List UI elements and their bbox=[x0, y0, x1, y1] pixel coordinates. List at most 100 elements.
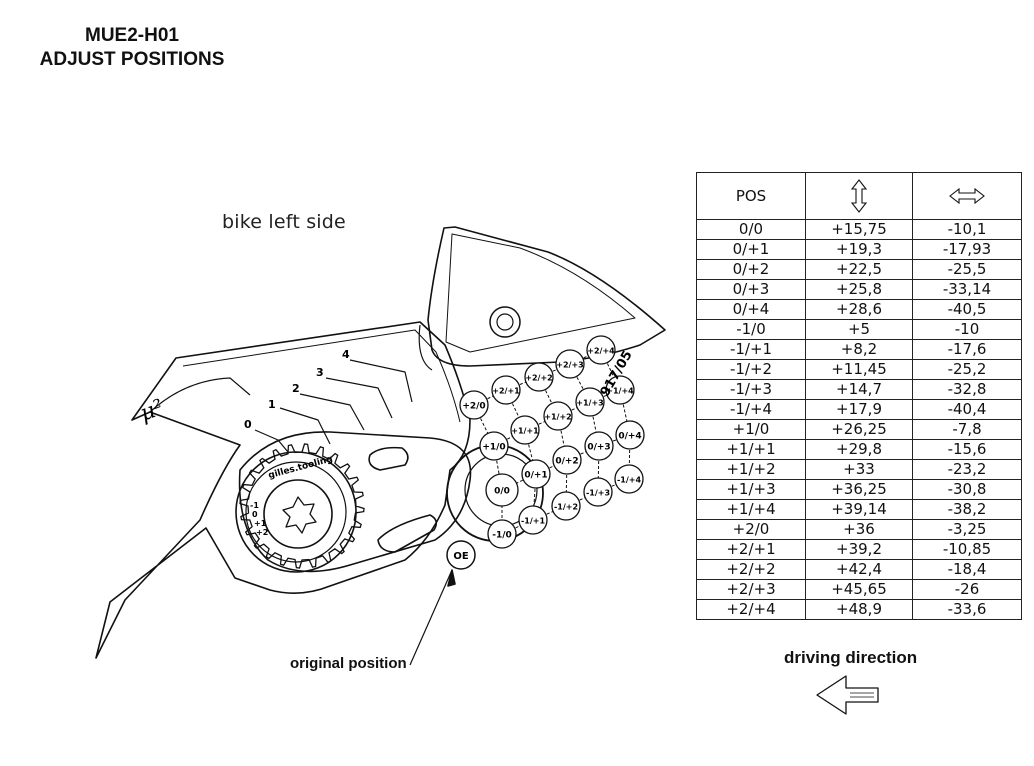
dial-mark-0: 0 bbox=[252, 510, 258, 519]
cell-pos: 0/+4 bbox=[696, 299, 806, 320]
table-row: +2/+4+48,9-33,6 bbox=[696, 599, 1022, 620]
position-hole-label: +2/+1 bbox=[492, 387, 520, 396]
origin-marker-label: OE bbox=[453, 551, 469, 562]
cell-pos: +2/+3 bbox=[696, 579, 806, 600]
brand-text: gilles.tooling bbox=[267, 454, 334, 481]
scale-number-3: 3 bbox=[316, 366, 324, 379]
cell-pos: +2/+1 bbox=[696, 539, 806, 560]
cell-horizontal: -33,14 bbox=[912, 279, 1022, 300]
position-hole-label: 0/+4 bbox=[618, 432, 641, 442]
cell-vertical: +8,2 bbox=[805, 339, 913, 360]
position-hole-label: +1/+4 bbox=[606, 387, 634, 396]
cell-pos: 0/0 bbox=[696, 219, 806, 240]
bolt-head bbox=[489, 306, 521, 338]
mu-symbol: μ² bbox=[137, 395, 167, 426]
position-hole-label: +2/+4 bbox=[587, 347, 615, 356]
cell-vertical: +26,25 bbox=[805, 419, 913, 440]
position-hole: 0/0 bbox=[485, 473, 519, 507]
cell-pos: -1/+4 bbox=[696, 399, 806, 420]
cell-pos: -1/+3 bbox=[696, 379, 806, 400]
cell-vertical: +11,45 bbox=[805, 359, 913, 380]
link-slot-upper bbox=[368, 446, 409, 471]
position-hole-label: -1/0 bbox=[492, 531, 512, 541]
cell-vertical: +17,9 bbox=[805, 399, 913, 420]
position-hole: +2/0 bbox=[459, 390, 489, 420]
cell-horizontal: -26 bbox=[912, 579, 1022, 600]
table-row: +2/+2+42,4-18,4 bbox=[696, 559, 1022, 580]
cell-pos: -1/+1 bbox=[696, 339, 806, 360]
position-hole-label: +2/+2 bbox=[525, 374, 552, 383]
driving-direction-label: driving direction bbox=[784, 648, 918, 667]
table-header-row: POS bbox=[696, 172, 1022, 220]
page-title: MUE2-H01 ADJUST POSITIONS bbox=[22, 24, 242, 72]
link-plate bbox=[238, 431, 472, 573]
cell-pos: +1/+2 bbox=[696, 459, 806, 480]
cell-vertical: +42,4 bbox=[805, 559, 913, 580]
left-arrow-icon bbox=[816, 675, 879, 715]
table-row: +1/+3+36,25-30,8 bbox=[696, 479, 1022, 500]
scale-numbers: 0 1 2 3 4 bbox=[244, 348, 350, 431]
cell-vertical: +22,5 bbox=[805, 259, 913, 280]
table-row: +2/+3+45,65-26 bbox=[696, 579, 1022, 600]
cell-horizontal: -10,1 bbox=[912, 219, 1022, 240]
position-hole: +1/+1 bbox=[510, 415, 540, 445]
position-circles: 0/00/+10/+20/+30/+4-1/0-1/+1-1/+2-1/+3-1… bbox=[459, 335, 645, 549]
cell-vertical: +14,7 bbox=[805, 379, 913, 400]
position-hole-label: +1/+2 bbox=[544, 413, 571, 422]
cell-horizontal: -10,85 bbox=[912, 539, 1022, 560]
cell-vertical: +19,3 bbox=[805, 239, 913, 260]
position-hole: 0/+2 bbox=[552, 445, 582, 475]
cell-horizontal: -30,8 bbox=[912, 479, 1022, 500]
table-row: 0/+3+25,8-33,14 bbox=[696, 279, 1022, 300]
side-label: bike left side bbox=[222, 211, 346, 233]
link-slot-lower bbox=[377, 514, 438, 553]
cell-horizontal: -25,2 bbox=[912, 359, 1022, 380]
cell-horizontal: -38,2 bbox=[912, 499, 1022, 520]
upper-bracket-inner bbox=[445, 233, 636, 353]
position-hole-label: -1/+2 bbox=[554, 503, 578, 512]
position-hole-label: +1/+3 bbox=[576, 399, 603, 408]
position-hole: +2/+3 bbox=[555, 349, 585, 379]
table-row: +1/0+26,25-7,8 bbox=[696, 419, 1022, 440]
scale-number-4: 4 bbox=[342, 348, 350, 361]
cell-horizontal: -25,5 bbox=[912, 259, 1022, 280]
cell-horizontal: -40,4 bbox=[912, 399, 1022, 420]
title-subtitle: ADJUST POSITIONS bbox=[39, 49, 225, 70]
scale-number-0: 0 bbox=[244, 418, 252, 431]
main-plate bbox=[95, 321, 471, 659]
cell-vertical: +25,8 bbox=[805, 279, 913, 300]
table-row: -1/+4+17,9-40,4 bbox=[696, 399, 1022, 420]
bracket-slot bbox=[418, 324, 433, 371]
position-hole-label: -1/+4 bbox=[617, 476, 642, 485]
cell-pos: -1/0 bbox=[696, 319, 806, 340]
header-horizontal bbox=[912, 172, 1022, 220]
position-hole: +2/+2 bbox=[524, 362, 554, 392]
cell-horizontal: -32,8 bbox=[912, 379, 1022, 400]
position-hole: -1/+1 bbox=[518, 505, 548, 535]
scale-number-2: 2 bbox=[292, 382, 300, 395]
cell-horizontal: -17,6 bbox=[912, 339, 1022, 360]
position-hole: +2/+4 bbox=[586, 335, 616, 365]
table-row: +1/+4+39,14-38,2 bbox=[696, 499, 1022, 520]
cell-pos: +1/+4 bbox=[696, 499, 806, 520]
cell-horizontal: -3,25 bbox=[912, 519, 1022, 540]
table-row: +2/+1+39,2-10,85 bbox=[696, 539, 1022, 560]
position-hole-label: +1/0 bbox=[482, 443, 505, 453]
cell-pos: +1/+1 bbox=[696, 439, 806, 460]
cell-pos: 0/+3 bbox=[696, 279, 806, 300]
dial-marks: -1 0 +1 +2 bbox=[250, 501, 268, 537]
table-row: +1/+1+29,8-15,6 bbox=[696, 439, 1022, 460]
table-row: +1/+2+33-23,2 bbox=[696, 459, 1022, 480]
cell-horizontal: -18,4 bbox=[912, 559, 1022, 580]
upper-bracket bbox=[427, 226, 666, 367]
origin-pointer bbox=[409, 569, 453, 666]
table-row: 0/+2+22,5-25,5 bbox=[696, 259, 1022, 280]
cell-horizontal: -23,2 bbox=[912, 459, 1022, 480]
position-hole-label: 0/+3 bbox=[587, 443, 610, 453]
dial-mark-minus1: -1 bbox=[250, 501, 259, 510]
cell-vertical: +5 bbox=[805, 319, 913, 340]
position-hole-label: 0/0 bbox=[494, 487, 510, 497]
